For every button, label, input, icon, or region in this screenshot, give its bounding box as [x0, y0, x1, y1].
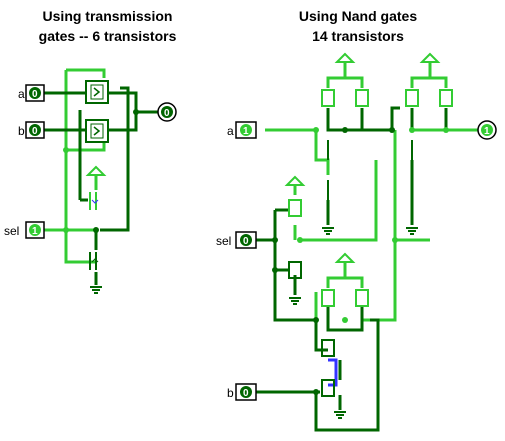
right-label-a: a	[227, 124, 234, 138]
nand3-ground-icon	[333, 411, 347, 419]
left-label-b: b	[18, 124, 25, 138]
right-label-sel: sel	[216, 234, 231, 248]
right-inverter-transistors	[284, 175, 306, 279]
left-circuit-title: Using transmission gates -- 6 transistor…	[20, 6, 195, 46]
right-circuit-title: Using Nand gates 14 transistors	[268, 6, 448, 46]
left-title-line1: Using transmission	[42, 8, 173, 24]
right-title-line2: 14 transistors	[312, 28, 404, 44]
tgate-b	[85, 119, 109, 143]
right-label-b: b	[227, 386, 234, 400]
right-wires-low	[256, 106, 448, 432]
left-label-a: a	[18, 87, 25, 101]
right-input-b[interactable]: b 0	[227, 383, 257, 401]
left-label-sel: sel	[4, 224, 19, 238]
right-value-a: 1	[243, 126, 249, 137]
right-output-value: 1	[484, 126, 490, 137]
left-input-sel[interactable]: sel 1	[4, 221, 45, 239]
left-title-line2: gates -- 6 transistors	[38, 28, 177, 44]
right-wires-high	[265, 62, 480, 322]
left-circuit: a 0 b 0 sel 1 0	[4, 68, 177, 294]
nand2-ground-icon	[405, 227, 419, 235]
nand3-transistors	[321, 252, 369, 397]
right-junctions	[272, 127, 449, 395]
left-value-b: 0	[32, 126, 38, 137]
inverter-nmos	[89, 252, 99, 270]
nand2-transistors	[405, 52, 453, 215]
right-input-sel[interactable]: sel 0	[216, 231, 257, 249]
left-wires-low	[44, 86, 160, 285]
right-value-sel: 0	[243, 236, 249, 247]
left-output-value: 0	[164, 108, 170, 119]
right-circuit: a 1 sel 0 b 0 1	[216, 52, 497, 432]
left-wires-high	[44, 68, 106, 264]
tgate-a	[85, 80, 109, 104]
right-input-a[interactable]: a 1	[227, 121, 257, 139]
right-wire-unknown	[328, 358, 338, 387]
left-input-a[interactable]: a 0	[18, 84, 45, 102]
right-value-b: 0	[243, 388, 249, 399]
right-output: 1	[477, 120, 497, 140]
left-input-b[interactable]: b 0	[18, 121, 45, 139]
left-output: 0	[157, 102, 177, 122]
inverter-ground-icon	[288, 297, 302, 305]
right-title-line1: Using Nand gates	[298, 8, 418, 24]
inverter-pmos	[85, 165, 107, 210]
left-value-a: 0	[32, 89, 38, 100]
nand1-ground-icon	[321, 227, 335, 235]
left-junctions	[63, 109, 139, 233]
nand1-transistors	[321, 52, 369, 215]
left-value-sel: 1	[32, 226, 38, 237]
left-ground-icon	[89, 286, 103, 294]
